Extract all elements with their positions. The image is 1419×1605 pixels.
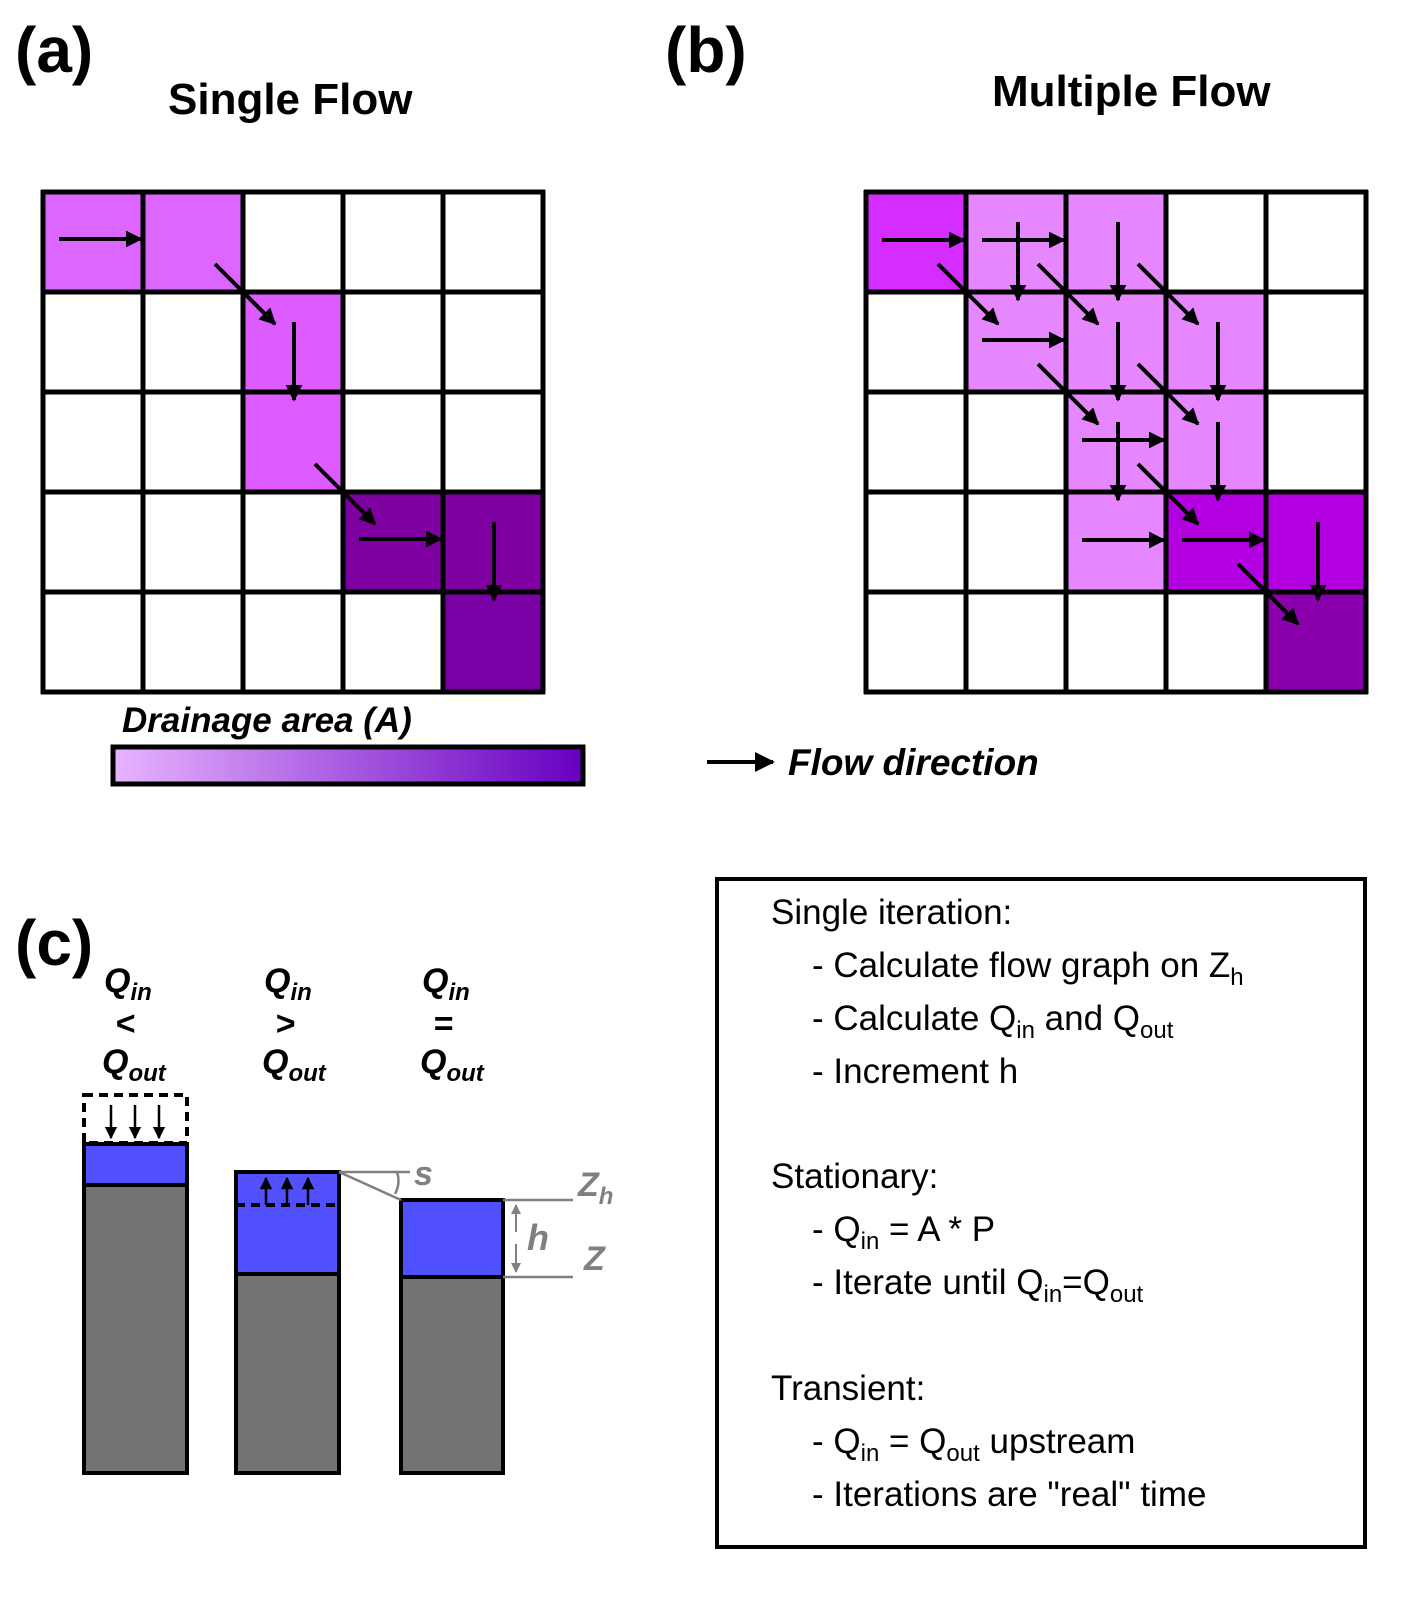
ground-column: [399, 1275, 505, 1475]
column-1-header: Qin < Qout: [102, 962, 167, 1087]
flow-arrow: [1036, 262, 1100, 326]
single-item-1: - Calculate flow graph on Zh: [812, 946, 1244, 991]
transient-title: Transient:: [771, 1369, 925, 1408]
flow-arrow: [1036, 362, 1100, 426]
z-label: Z: [583, 1240, 606, 1278]
flow-direction-label: Flow direction: [788, 742, 1039, 783]
q-in-label: Qin: [264, 962, 312, 1006]
column-2-header: Qin > Qout: [262, 962, 327, 1087]
stationary-title: Stationary:: [771, 1157, 938, 1196]
ground-column: [234, 1272, 341, 1475]
q-out-label: Qout: [102, 1043, 167, 1087]
single-iteration-title: Single iteration:: [771, 893, 1012, 932]
panel-b-label: (b): [665, 14, 747, 86]
panel-a-label: (a): [15, 14, 93, 86]
flow-arrow: [1136, 262, 1200, 326]
ground-column: [82, 1183, 189, 1475]
algorithm-text: Single iteration: - Calculate flow graph…: [771, 893, 1244, 1514]
stationary-item-1: - Qin = A * P: [812, 1210, 995, 1255]
column-3-header: Qin = Qout: [420, 962, 485, 1087]
single-flow-grid: [40, 189, 546, 695]
water-layer: [399, 1198, 505, 1279]
comparison-symbol: =: [433, 1005, 453, 1043]
slope-annotation: s: [338, 1155, 433, 1202]
flow-arrow: [313, 462, 377, 526]
algorithm-box: [715, 877, 1367, 1549]
h-label: h: [527, 1217, 549, 1258]
water-layer: [82, 1142, 189, 1187]
transient-item-2: - Iterations are "real" time: [812, 1475, 1206, 1514]
multiple-flow-grid: [863, 189, 1369, 695]
q-in-label: Qin: [422, 962, 470, 1006]
transient-item-1: - Qin = Qout upstream: [812, 1422, 1135, 1467]
panel-c-label: (c): [15, 907, 93, 979]
slope-label: s: [414, 1155, 433, 1193]
drainage-area-colorbar: [110, 744, 586, 787]
zh-label: Zh: [577, 1166, 613, 1210]
single-item-2: - Calculate Qin and Qout: [812, 999, 1174, 1044]
drainage-area-label: Drainage area (A): [122, 701, 412, 740]
flow-arrow: [1136, 362, 1200, 426]
panel-b-title: Multiple Flow: [992, 67, 1271, 116]
single-item-3: - Increment h: [812, 1052, 1018, 1091]
flow-arrow: [213, 262, 277, 326]
elevation-annotation: h Zh Z: [503, 1166, 613, 1279]
column-2-profile: [234, 1170, 341, 1475]
stationary-item-2: - Iterate until Qin=Qout: [812, 1263, 1144, 1308]
grid-cell: [43, 192, 143, 292]
q-out-label: Qout: [420, 1043, 485, 1087]
flow-arrow: [1236, 562, 1300, 626]
comparison-symbol: >: [275, 1005, 295, 1043]
panel-a-title: Single Flow: [168, 75, 413, 124]
column-3-profile: [399, 1198, 505, 1475]
flow-arrow: [936, 262, 1000, 326]
q-in-label: Qin: [104, 962, 152, 1006]
flow-arrow: [1136, 462, 1200, 526]
column-1-profile: [82, 1093, 189, 1475]
q-out-label: Qout: [262, 1043, 327, 1087]
grid-cell: [443, 592, 543, 692]
comparison-symbol: <: [115, 1005, 135, 1043]
